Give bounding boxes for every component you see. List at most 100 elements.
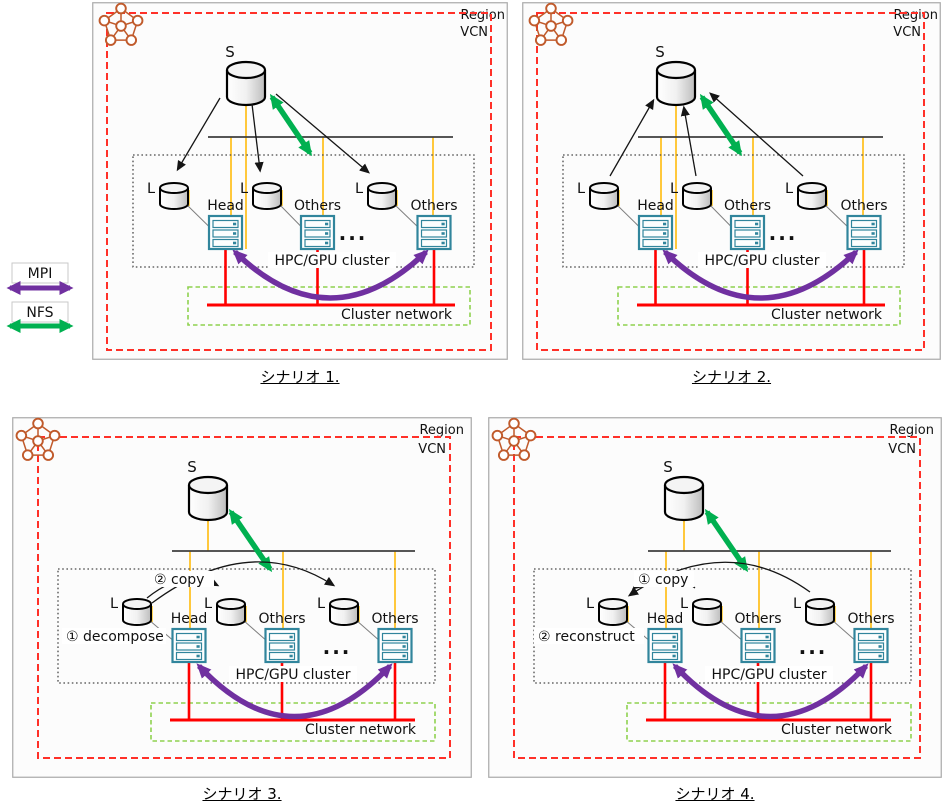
vcn-border: [513, 436, 921, 759]
head-server-label: Head: [171, 611, 208, 627]
hpc-label-bg: [705, 666, 833, 682]
cluster-network-box: [187, 286, 471, 326]
local-disk-label: L: [147, 181, 155, 197]
vcn-label: VCN: [893, 25, 921, 40]
disk-server-connector: [278, 203, 304, 230]
disk-server-connector: [615, 203, 642, 230]
copy-arc-arrow: [151, 561, 336, 604]
disk-server-connector: [242, 619, 269, 643]
process-step-label: ① decompose: [66, 629, 164, 645]
others-server-label: Others: [294, 198, 341, 214]
more-servers-ellipsis: ...: [769, 221, 798, 245]
local-disk-cylinder: [122, 598, 152, 626]
others-server-label: Others: [724, 198, 771, 214]
mpi-arrow: [196, 663, 393, 720]
disk-server-connector: [823, 203, 851, 230]
local-disk-cylinder: [329, 598, 359, 626]
more-servers-ellipsis: ...: [323, 635, 352, 659]
worker-server-icon: [740, 627, 776, 664]
scenario-4-caption: シナリオ 4.: [675, 785, 755, 803]
head-server-icon: [637, 214, 674, 251]
vcn-network-icon: [15, 417, 61, 461]
scenario-1-caption: シナリオ 1.: [260, 368, 340, 386]
head-server-icon: [171, 627, 207, 664]
local-disk-label: L: [577, 181, 585, 197]
copy-step-label: ② copy: [154, 572, 204, 588]
worker-server-icon: [416, 214, 452, 251]
disk-server-connector: [185, 203, 212, 230]
storage-cylinder: [655, 60, 697, 107]
storage-cylinder: [663, 475, 705, 522]
head-server-label: Head: [647, 611, 684, 627]
local-disk-cylinder: [367, 182, 397, 210]
data-transfer-arrow: [275, 93, 370, 174]
local-disk-label: L: [670, 181, 678, 197]
data-transfer-arrow: [680, 105, 697, 177]
hpc-cluster-box: [132, 154, 475, 268]
disk-server-connector: [393, 203, 421, 230]
vcn-border: [37, 436, 451, 759]
data-transfer-arrow: [251, 103, 264, 173]
worker-server-icon: [377, 627, 413, 664]
data-transfer-arrow: [709, 92, 804, 177]
legend: MPI NFS: [6, 262, 74, 333]
others-server-label: Others: [840, 198, 887, 214]
scenario-3-caption: シナリオ 3.: [202, 785, 282, 803]
local-disk-cylinder: [216, 598, 246, 626]
cluster-network-label: Cluster network: [305, 722, 417, 738]
vcn-label: VCN: [460, 25, 488, 40]
hpc-cluster-box: [533, 568, 912, 684]
vcn-label: VCN: [418, 442, 446, 457]
local-disk-cylinder: [159, 182, 189, 210]
storage-cylinder: [187, 475, 229, 522]
local-disk-label: L: [793, 596, 801, 612]
legend-nfs-label: NFS: [26, 305, 53, 321]
more-servers-ellipsis: ...: [799, 635, 828, 659]
region-label: Region: [893, 8, 938, 23]
hpc-cluster-label: HPC/GPU cluster: [711, 667, 826, 683]
storage-cylinder: [225, 60, 267, 107]
mpi-arrow: [672, 663, 869, 720]
local-disk-label: L: [317, 596, 325, 612]
hpc-label-bg: [229, 666, 357, 682]
local-disk-cylinder: [252, 182, 282, 210]
region-label: Region: [419, 423, 464, 438]
vcn-network-icon: [491, 417, 537, 461]
nfs-arrow: [269, 93, 313, 157]
local-disk-label: L: [110, 596, 118, 612]
mpi-arrow: [662, 249, 859, 301]
storage-label: S: [663, 458, 673, 476]
legend-mpi-label: MPI: [28, 266, 53, 282]
region-box: [92, 2, 508, 360]
local-disk-cylinder: [589, 182, 619, 210]
vcn-network-icon: [98, 2, 144, 46]
local-disk-cylinder: [692, 598, 722, 626]
cluster-network-label: Cluster network: [341, 307, 453, 323]
disk-server-connector: [355, 619, 382, 643]
local-disk-label: L: [204, 596, 212, 612]
disk-server-connector: [708, 203, 734, 230]
hpc-cluster-label: HPC/GPU cluster: [704, 253, 819, 269]
copy-step-label: ① copy: [638, 572, 688, 588]
scenario-2-caption: シナリオ 2.: [691, 368, 772, 386]
local-disk-cylinder: [797, 182, 827, 210]
worker-server-icon: [853, 627, 889, 664]
disk-server-connector: [718, 619, 745, 643]
others-server-label: Others: [371, 611, 418, 627]
nfs-arrow: [704, 508, 749, 573]
local-disk-label: L: [586, 596, 594, 612]
mpi-arrow: [232, 249, 429, 301]
cluster-network-label: Cluster network: [781, 722, 893, 738]
region-label: Region: [889, 423, 934, 438]
others-server-label: Others: [847, 611, 894, 627]
cluster-network-box: [617, 286, 901, 326]
copy-label-bg: [150, 571, 214, 587]
vcn-border: [106, 12, 492, 351]
others-server-label: Others: [410, 198, 457, 214]
head-server-icon: [207, 214, 244, 251]
